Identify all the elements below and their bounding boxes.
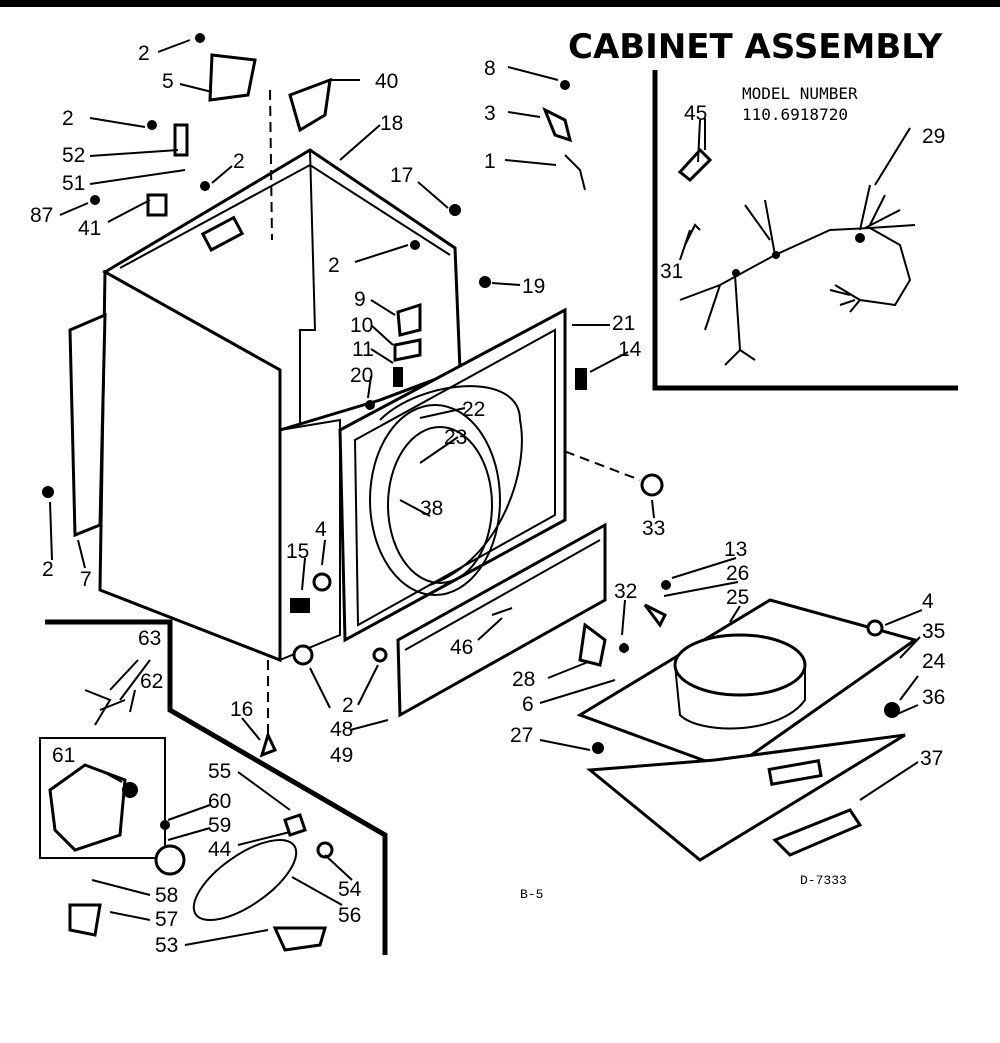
part-label-49: 49 [330,744,353,767]
leader-lines [49,39,923,946]
part-label-3: 3 [484,102,496,125]
part-label-35: 35 [922,620,945,643]
part-label-4: 4 [315,518,327,541]
part-label-8: 8 [484,57,496,80]
part-label-37: 37 [920,747,943,770]
part-label-62: 62 [140,670,163,693]
motor-inset [39,619,388,955]
part-label-13: 13 [724,538,747,561]
front-panel [338,307,567,643]
part-label-22: 22 [462,398,485,421]
part-label-10: 10 [350,314,373,337]
part-label-2: 2 [342,694,354,717]
part-label-52: 52 [62,144,85,167]
part-label-14: 14 [618,338,642,361]
part-label-4: 4 [922,590,934,613]
part-label-2: 2 [62,107,74,130]
diagram-title: CABINET ASSEMBLY [568,27,943,67]
part-label-63: 63 [138,627,161,650]
part-label-2: 2 [138,42,150,65]
part-label-36: 36 [922,686,945,709]
part-label-5: 5 [162,70,174,93]
model-number-label: MODEL NUMBER [742,84,858,103]
part-label-46: 46 [450,636,473,659]
part-label-19: 19 [522,275,545,298]
part-label-9: 9 [354,288,366,311]
page-code: B-5 [520,887,543,902]
part-label-2: 2 [328,254,340,277]
part-number-labels: 2 5 40 2 52 51 2 87 41 18 17 2 19 8 3 1 … [30,42,946,957]
part-label-53: 53 [155,934,178,957]
part-label-28: 28 [512,668,535,691]
part-label-54: 54 [338,878,362,901]
part-label-29: 29 [922,125,945,148]
cabinet-body [68,89,641,745]
part-label-16: 16 [230,698,253,721]
part-label-45: 45 [684,102,707,125]
part-label-51: 51 [62,172,85,195]
part-label-11: 11 [352,338,374,361]
part-label-26: 26 [726,562,749,585]
part-label-20: 20 [350,364,373,387]
toe-kick-panel [396,522,607,718]
part-label-87: 87 [30,204,53,227]
wire-harness-inset: MODEL NUMBER 110.6918720 [652,70,958,391]
part-label-41: 41 [78,217,101,240]
part-label-23: 23 [444,426,467,449]
part-label-59: 59 [208,814,231,837]
part-label-48: 48 [330,718,353,741]
base-assembly [576,598,919,862]
part-label-40: 40 [375,70,398,93]
model-number-value: 110.6918720 [742,105,848,124]
part-label-44: 44 [208,838,232,861]
part-label-6: 6 [522,693,534,716]
part-label-57: 57 [155,908,178,931]
part-label-27: 27 [510,724,533,747]
part-label-58: 58 [155,884,178,907]
part-label-21: 21 [612,312,635,335]
part-label-56: 56 [338,904,361,927]
drawing-code: D-7333 [800,873,847,888]
part-label-1: 1 [484,150,496,173]
hardware-parts [42,33,900,859]
part-label-60: 60 [208,790,231,813]
part-label-18: 18 [380,112,403,135]
part-label-15: 15 [286,540,309,563]
part-label-33: 33 [642,517,665,540]
part-label-2: 2 [42,558,54,581]
top-border [0,0,1000,7]
part-label-32: 32 [614,580,637,603]
part-label-2: 2 [233,150,245,173]
part-label-61: 61 [52,744,75,767]
part-label-17: 17 [390,164,413,187]
part-label-55: 55 [208,760,231,783]
part-label-38: 38 [420,497,443,520]
part-label-7: 7 [80,568,92,591]
part-label-24: 24 [922,650,946,673]
part-label-31: 31 [660,260,683,283]
part-label-25: 25 [726,586,749,609]
